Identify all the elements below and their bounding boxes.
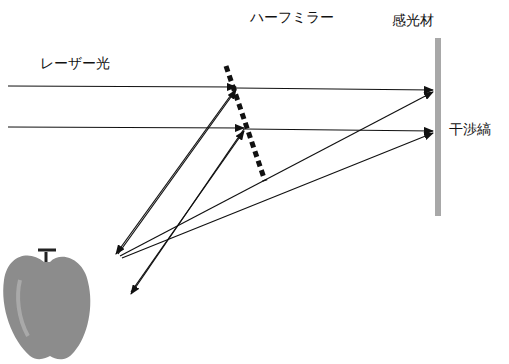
object-light	[131, 131, 244, 292]
plate-label: 感光材	[392, 12, 434, 29]
mirror-label: ハーフミラー	[250, 9, 334, 26]
half-mirror	[226, 66, 265, 181]
laser-label: レーザー光	[40, 55, 110, 72]
reference-beam	[244, 129, 433, 131]
object-light	[122, 133, 433, 258]
fringe-label: 干渉縞	[449, 121, 491, 138]
photosensitive-plate	[435, 38, 441, 216]
laser-beam	[8, 86, 236, 87]
reference-beam	[236, 88, 433, 90]
object-light	[120, 92, 433, 256]
object-light	[118, 90, 236, 254]
apple-picture	[3, 250, 90, 359]
